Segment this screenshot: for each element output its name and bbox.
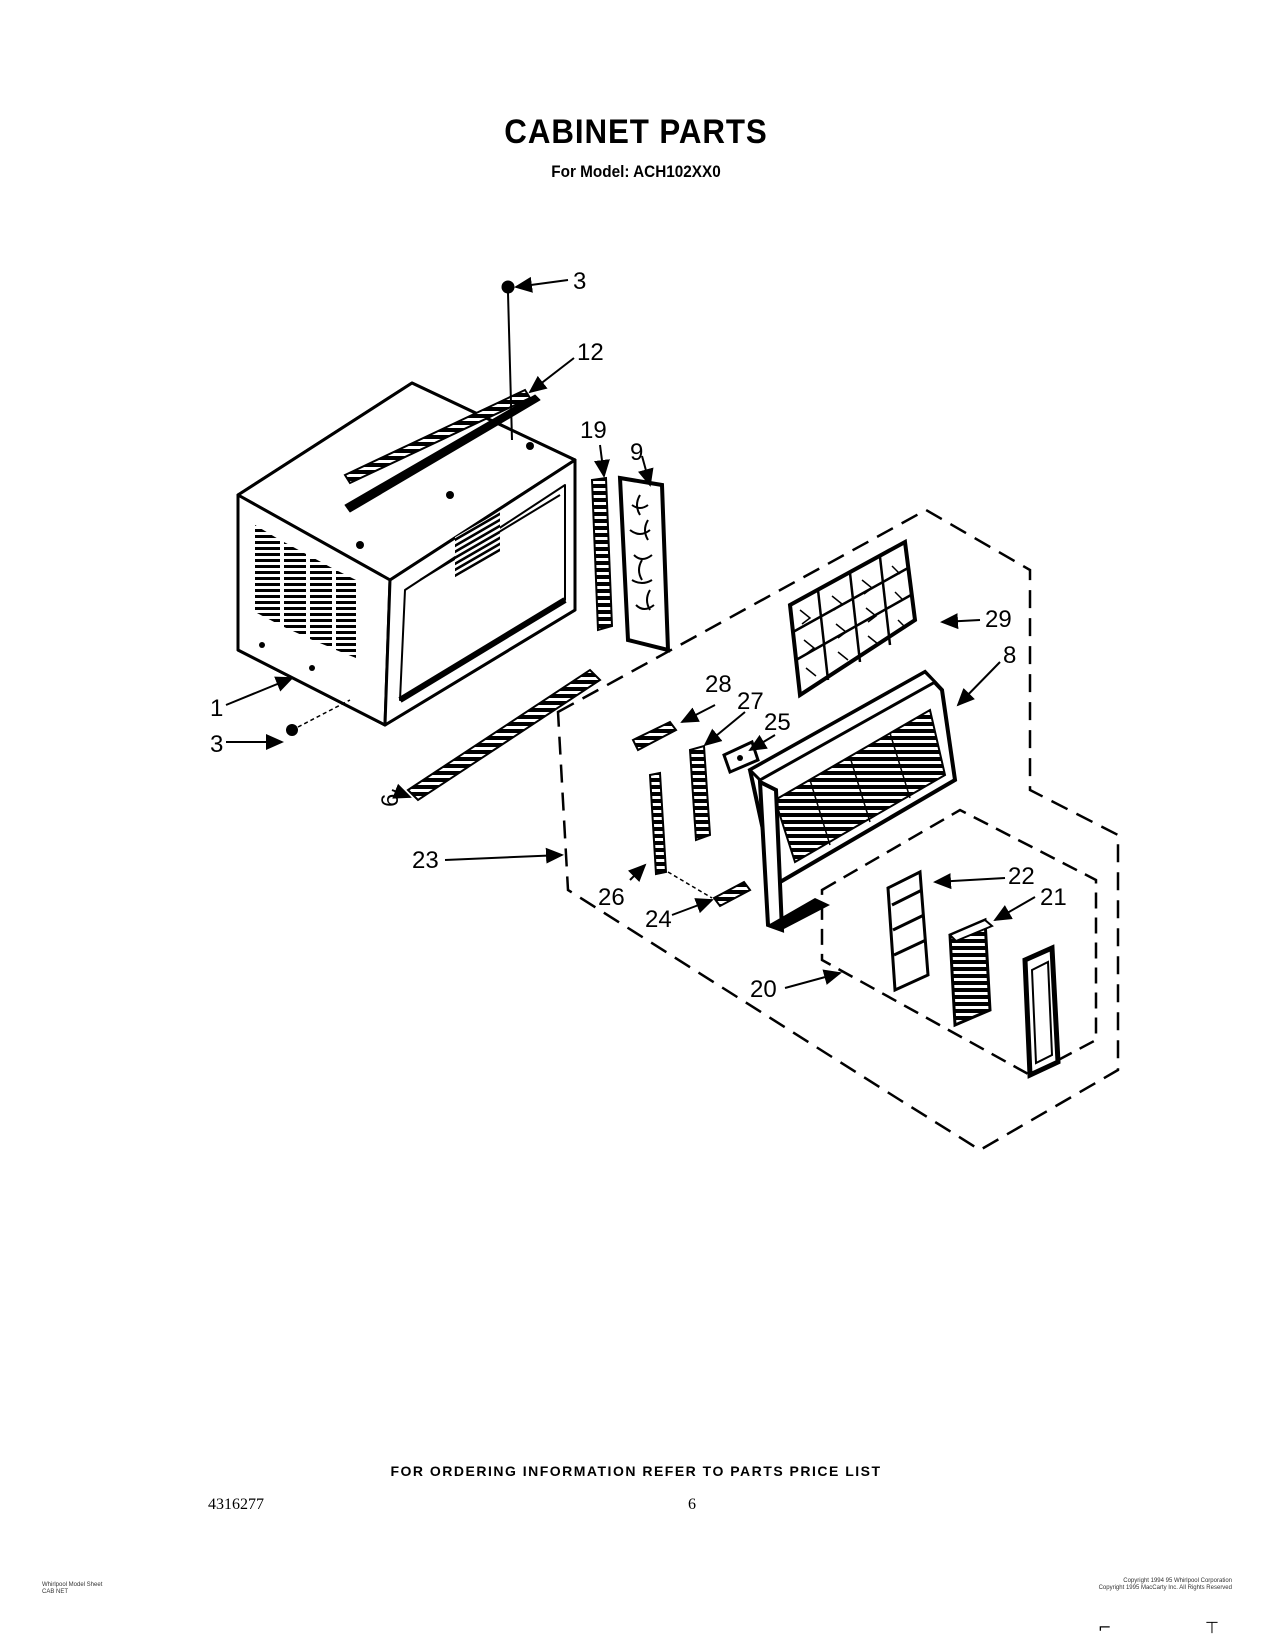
page-title: CABINET PARTS [504, 113, 768, 151]
scan-edge-mark: ⌐ [1098, 1618, 1112, 1637]
left-fineprint: Whirlpool Model Sheet CAB NET [42, 1582, 102, 1596]
document-number: 4316277 [208, 1496, 264, 1513]
callout-12: 12 [577, 339, 604, 366]
front-grille-panel [747, 669, 958, 889]
callout-29: 29 [985, 606, 1012, 633]
control-kit-boundary [820, 808, 1098, 1077]
callout-3-top: 3 [573, 268, 586, 295]
front-assembly-boundary [556, 508, 1120, 1152]
model-subtitle: For Model: ACH102XX0 [551, 162, 721, 181]
side-panel-filter [617, 475, 671, 653]
control-cover-20 [1022, 944, 1061, 1079]
callout-3-bottom: 3 [210, 731, 223, 758]
seal-strip-27 [688, 744, 712, 842]
callout-25: 25 [764, 709, 791, 736]
callout-28: 28 [705, 671, 732, 698]
callout-6: 6 [377, 794, 404, 807]
seal-strip-28 [631, 720, 678, 752]
callout-1: 1 [210, 695, 223, 722]
ordering-note: FOR ORDERING INFORMATION REFER TO PARTS … [390, 1463, 882, 1479]
callout-24: 24 [645, 906, 672, 933]
callout-23: 23 [412, 847, 439, 874]
cabinet-wrapper [236, 381, 577, 727]
callout-8: 8 [1003, 642, 1016, 669]
top-screw [501, 280, 515, 441]
copyright-line: Copyright 1994 95 Whirlpool Corporation [1123, 1578, 1232, 1584]
left-fineprint-line: Whirlpool Model Sheet [42, 1582, 103, 1588]
control-bracket-22 [886, 869, 930, 993]
side-seal-strip [590, 476, 614, 632]
front-panel-frame [757, 778, 830, 933]
leader-lines [225, 276, 1036, 989]
page-number: 6 [688, 1496, 696, 1513]
left-fineprint-line: CAB NET [42, 1589, 69, 1595]
front-air-filter [787, 538, 918, 699]
bottom-screw [286, 699, 351, 736]
callout-labels: 3 12 19 9 29 8 1 3 28 27 25 6 23 22 21 2… [210, 268, 1067, 1003]
callout-19: 19 [580, 417, 607, 444]
callout-9: 9 [630, 439, 643, 466]
callout-26: 26 [598, 884, 625, 911]
top-channel-rail [343, 388, 532, 485]
bottom-channel-rail [406, 668, 602, 802]
callout-27: 27 [737, 688, 764, 715]
seal-strip-26 [648, 771, 668, 876]
copyright-line: Copyright 1995 MacCarty Inc. All Rights … [1098, 1585, 1232, 1591]
scan-edge-mark: ⊤ [1205, 1618, 1219, 1637]
callout-21: 21 [1040, 884, 1067, 911]
callout-20: 20 [750, 976, 777, 1003]
callout-22: 22 [1008, 863, 1035, 890]
copyright-fineprint: Copyright 1994 95 Whirlpool Corporation … [1040, 1578, 1232, 1592]
control-knob-set-21 [948, 917, 994, 1028]
seal-strip-24 [667, 871, 752, 908]
